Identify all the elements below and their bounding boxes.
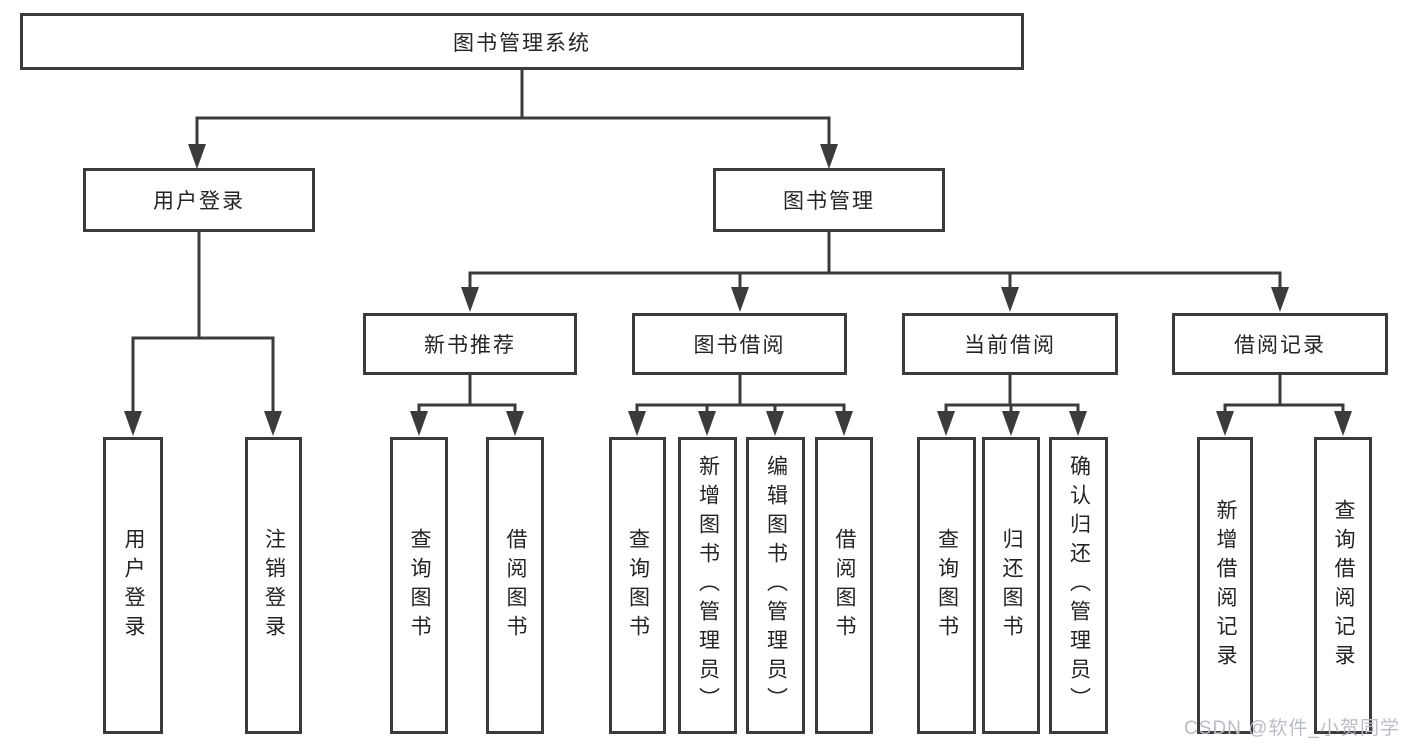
- leaf-logout: 注销登录: [245, 437, 302, 734]
- leaf-borrow-query-books: 查询图书: [609, 437, 666, 734]
- leaf-user-login: 用户登录: [103, 437, 163, 734]
- connector-book-management: [461, 230, 1289, 312]
- leaf-current-return-books: 归还图书: [982, 437, 1040, 734]
- connector-borrowing-records: [1216, 373, 1352, 436]
- node-user-login: 用户登录: [83, 168, 315, 232]
- node-library-management-system: 图书管理系统: [20, 13, 1024, 70]
- csdn-watermark: CSDN @软件_小贺同学: [1184, 718, 1400, 739]
- node-new-book-recommendation: 新书推荐: [363, 313, 577, 375]
- node-book-borrowing: 图书借阅: [632, 313, 847, 375]
- leaf-newrec-query-books: 查询图书: [390, 437, 448, 734]
- leaf-records-query-borrow-record: 查询借阅记录: [1314, 437, 1372, 734]
- leaf-current-query-books: 查询图书: [917, 437, 976, 734]
- leaf-borrow-edit-book-admin: 编辑图书（管理员）: [746, 437, 805, 734]
- leaf-borrow-add-book-admin: 新增图书（管理员）: [678, 437, 737, 734]
- leaf-current-confirm-return-admin: 确认归还（管理员）: [1049, 437, 1108, 734]
- node-current-borrowing: 当前借阅: [902, 313, 1118, 375]
- leaf-records-add-borrow-record: 新增借阅记录: [1197, 437, 1253, 734]
- connector-new-book-recommendation: [410, 373, 524, 436]
- leaf-borrow-borrow-books: 借阅图书: [815, 437, 873, 734]
- connector-book-borrowing: [628, 373, 853, 436]
- leaf-newrec-borrow-books: 借阅图书: [486, 437, 544, 734]
- connector-root: [188, 68, 838, 169]
- node-borrowing-records: 借阅记录: [1172, 313, 1388, 375]
- node-book-management: 图书管理: [713, 168, 945, 232]
- connector-user-login: [124, 230, 282, 436]
- connector-current-borrowing: [937, 373, 1087, 436]
